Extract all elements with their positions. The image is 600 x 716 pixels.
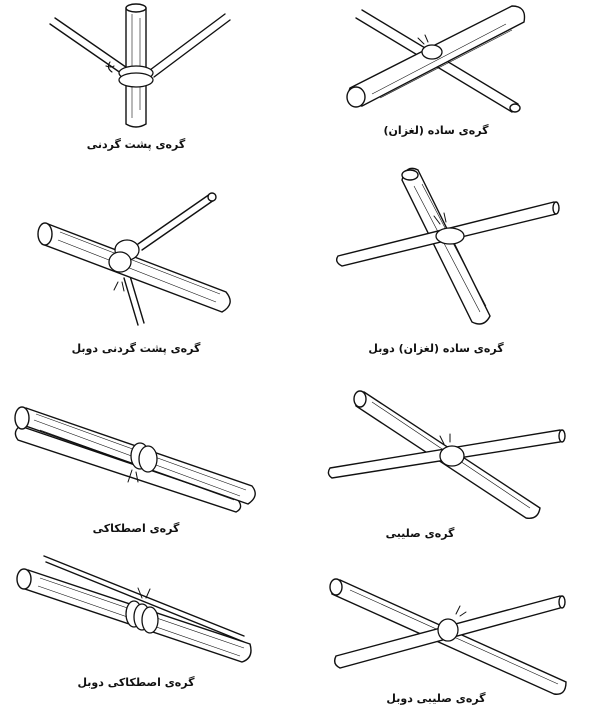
caption-simple: گره‌ی ساده (لغزان) <box>383 124 489 137</box>
caption-cross-double: گره‌ی صلیبی دوبل <box>386 692 486 705</box>
knot-cross-double-figure <box>329 578 567 695</box>
knot-splice-double-figure <box>16 555 252 663</box>
knot-back-neck-figure <box>49 3 231 128</box>
knot-splice-figure <box>14 406 256 513</box>
caption-simple-double: گره‌ی ساده (لغزان) دوبل <box>368 342 504 355</box>
caption-cross: گره‌ی صلیبی <box>385 527 455 540</box>
knot-simple-figure <box>346 5 526 113</box>
caption-back-neck-double: گره‌ی پشت گردنی دوبل <box>71 342 201 355</box>
caption-splice-double: گره‌ی اصطکاکی دوبل <box>77 676 195 689</box>
caption-back-neck: گره‌ی پشت گردنی <box>86 138 186 151</box>
knot-back-neck-double-figure <box>37 192 231 326</box>
caption-splice: گره‌ی اصطکاکی <box>92 522 180 535</box>
knot-simple-double-figure <box>335 167 560 325</box>
knot-cross-figure <box>327 390 566 519</box>
